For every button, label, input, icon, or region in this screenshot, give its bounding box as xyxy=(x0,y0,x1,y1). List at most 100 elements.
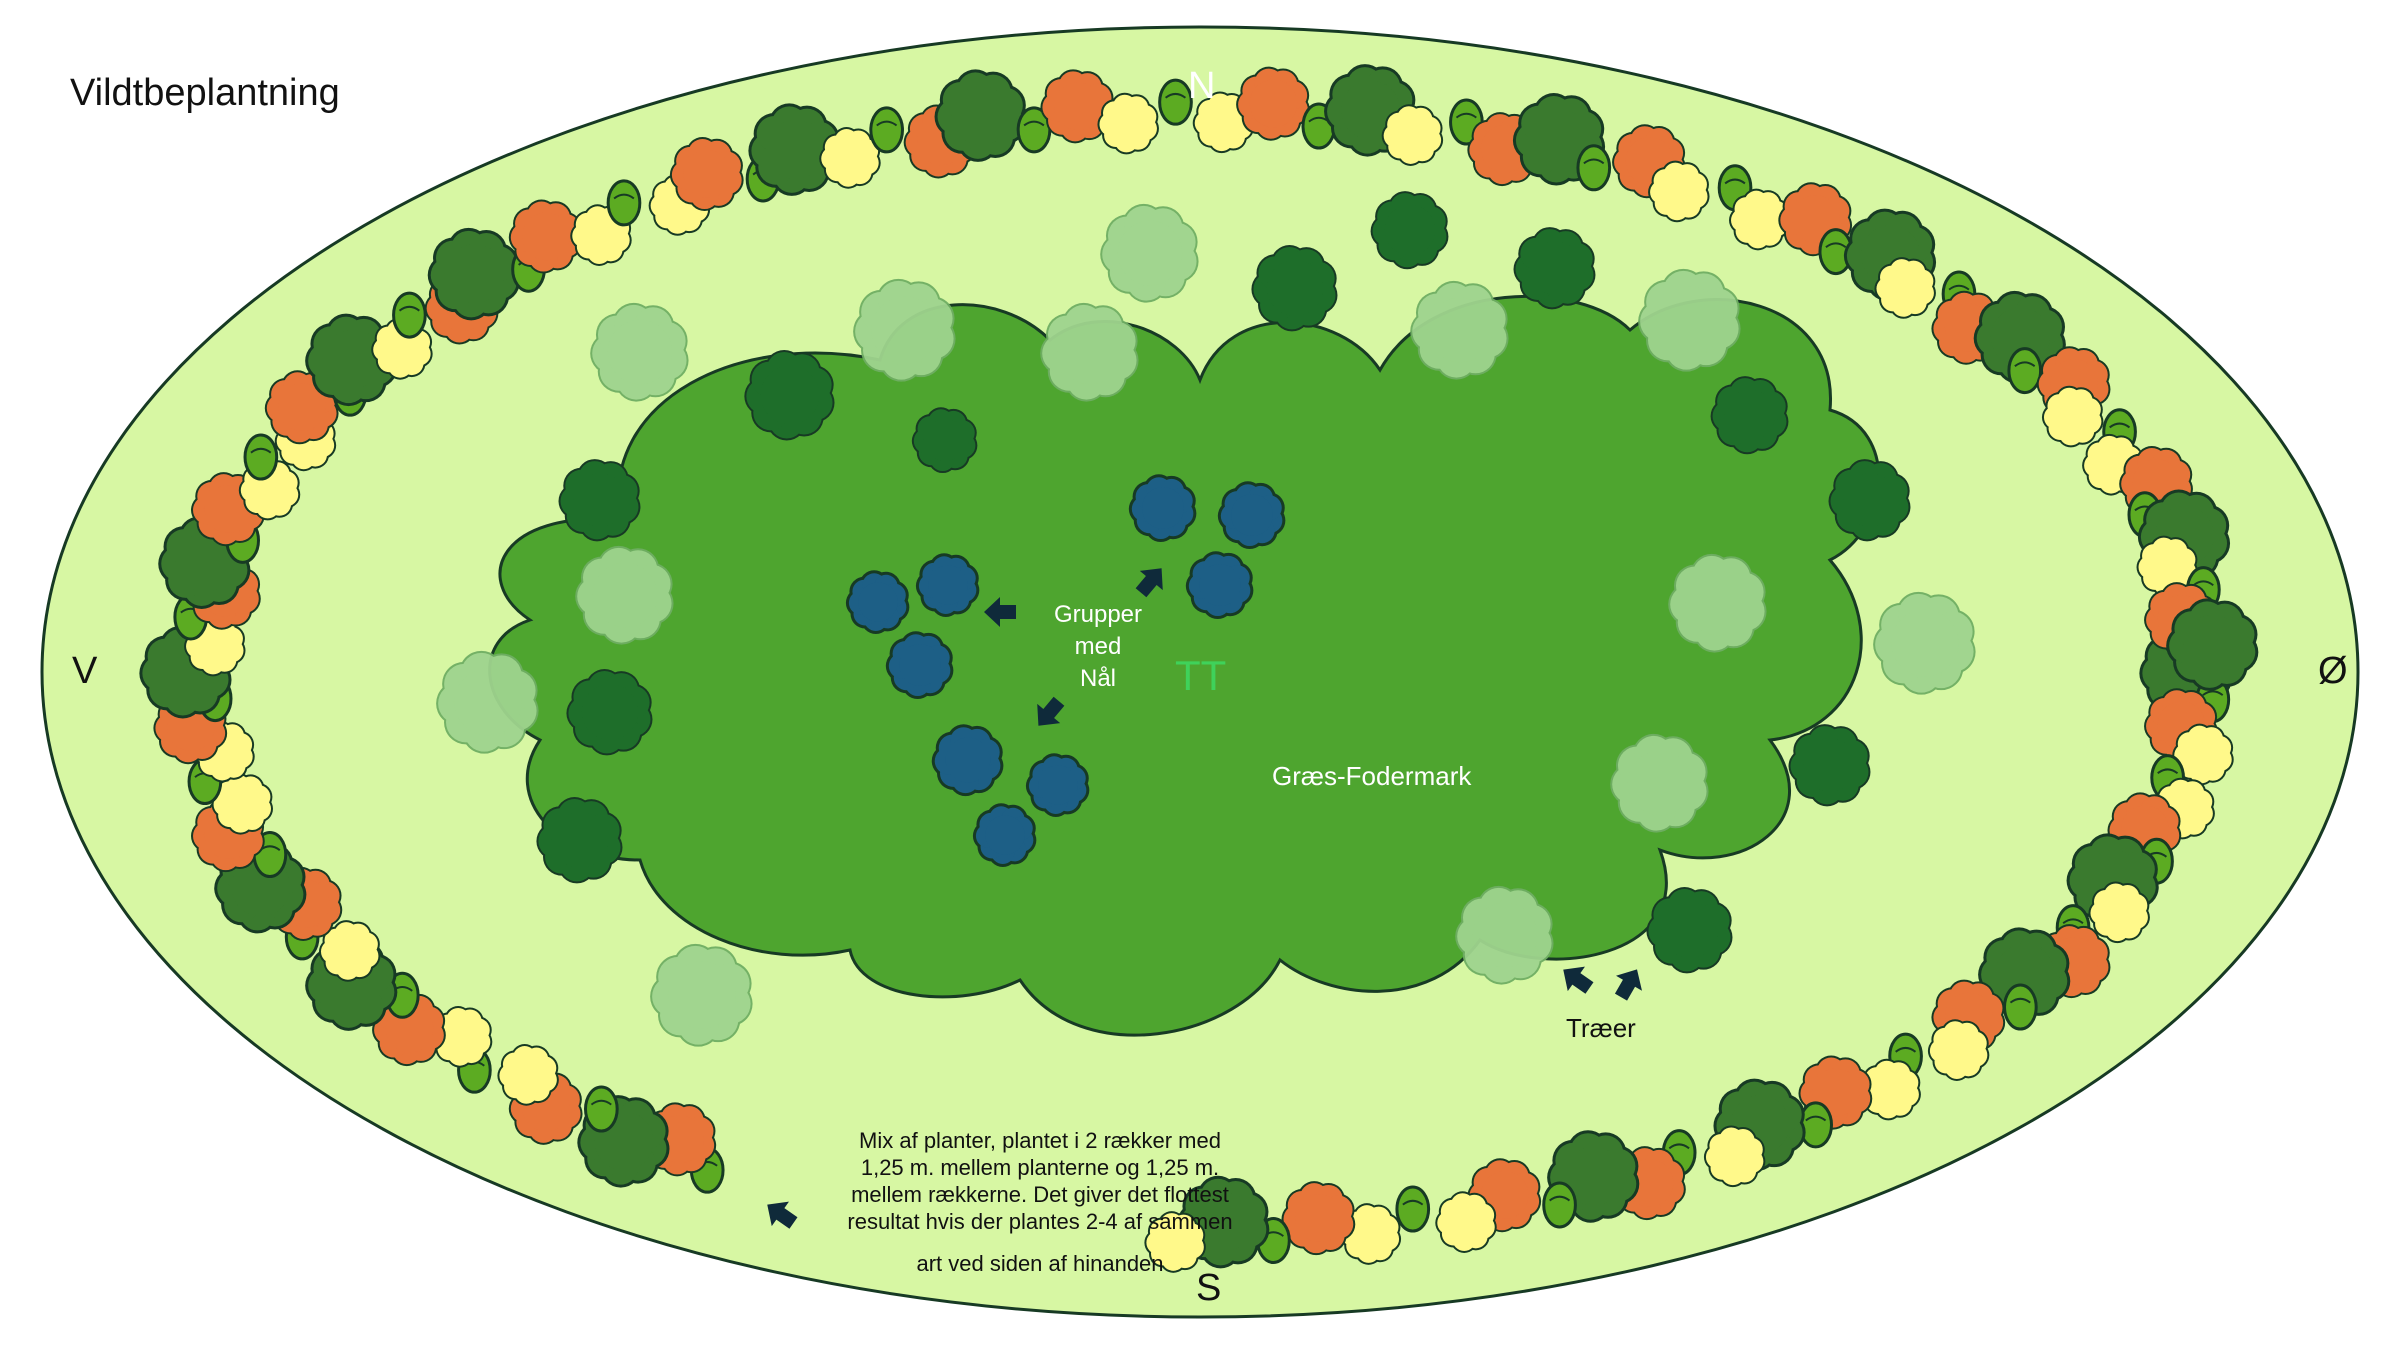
faded-tree xyxy=(853,278,956,382)
hedge-small-shrub xyxy=(1576,144,1612,192)
hedge-yellow-shrub xyxy=(570,204,632,266)
hedge-yellow-shrub xyxy=(1927,1019,1990,1081)
tree xyxy=(558,459,641,542)
hedge-small-shrub xyxy=(2007,347,2043,395)
hedge-yellow-shrub xyxy=(819,127,881,189)
hedge-note-line-1: Mix af planter, plantet i 2 rækker med xyxy=(859,1128,1221,1153)
meadow-area xyxy=(488,294,1881,1037)
tree xyxy=(566,669,653,756)
arrow-conifer-left xyxy=(984,597,1016,627)
compass-south: S xyxy=(1196,1267,1221,1309)
hedge-note-line-2: 1,25 m. mellem planterne og 1,25 m. xyxy=(861,1155,1219,1180)
hedge-yellow-shrub xyxy=(1435,1191,1497,1253)
hedge-yellow-shrub xyxy=(371,318,433,380)
hedge-small-shrub xyxy=(583,1085,619,1133)
hedge-yellow-shrub xyxy=(1144,1211,1206,1273)
faded-tree xyxy=(1610,733,1709,833)
conifer-group xyxy=(915,553,980,617)
arrow-trees-left xyxy=(1563,966,1594,994)
compass-north: N xyxy=(1188,65,1215,107)
hedge-big-shrub xyxy=(934,69,1027,162)
arrow-conifer-down xyxy=(1037,696,1065,726)
conifer-label-line-2: med xyxy=(1075,633,1122,660)
compass-west: V xyxy=(72,650,98,692)
trees-label: Træer xyxy=(1566,1013,1636,1043)
conifer-group xyxy=(1185,551,1254,620)
hedge-small-shrub xyxy=(869,106,904,154)
hedge-big-shrub xyxy=(427,227,520,321)
conifer-group xyxy=(931,724,1004,797)
hedge-yellow-shrub xyxy=(2088,881,2150,944)
tree xyxy=(1710,376,1789,455)
hedge-note-line-3: mellem rækkerne. Det giver det flottest xyxy=(851,1182,1229,1207)
hedge-orange-shrub xyxy=(1040,69,1115,144)
hedge-note-line-5: art ved siden af hinanden xyxy=(916,1251,1163,1276)
faded-tree xyxy=(650,943,753,1047)
conifer-label-line-1: Grupper xyxy=(1054,601,1142,628)
hedge-yellow-shrub xyxy=(1703,1125,1766,1188)
hedge-note: Mix af planter, plantet i 2 rækker med 1… xyxy=(847,1128,1232,1276)
tree xyxy=(1828,459,1911,542)
faded-tree xyxy=(1100,203,1199,303)
hedge-orange-shrub xyxy=(669,137,744,212)
conifer-group xyxy=(1025,753,1090,817)
hedge-orange-shrub xyxy=(1281,1181,1356,1256)
hedge-yellow-shrub xyxy=(497,1044,559,1106)
hedge-big-shrub xyxy=(748,103,841,196)
tree xyxy=(536,797,623,884)
faded-tree xyxy=(1873,591,1976,695)
hedge-small-shrub xyxy=(392,291,427,339)
conifer-group xyxy=(885,631,954,700)
arrow-hedge xyxy=(767,1201,798,1229)
hedge-yellow-shrub xyxy=(1648,160,1710,223)
tree xyxy=(911,407,978,474)
faded-tree xyxy=(1638,268,1741,372)
tree xyxy=(1646,887,1733,974)
tree xyxy=(744,349,835,441)
hedge-yellow-shrub xyxy=(1097,92,1159,155)
tree xyxy=(1370,191,1449,270)
hedge-yellow-shrub xyxy=(1381,104,1444,166)
conifer-group xyxy=(972,803,1037,867)
conifer-groups-label: Grupper med Nål xyxy=(1054,601,1142,692)
hedge-small-shrub xyxy=(1158,78,1193,126)
hedge-yellow-shrub xyxy=(2041,385,2104,448)
hunting-tower-label: TT xyxy=(1175,652,1226,699)
hedge-yellow-shrub xyxy=(1339,1203,1402,1265)
meadow-label: Græs-Fodermark xyxy=(1272,761,1472,791)
hedge-big-shrub xyxy=(305,313,398,407)
hedge-note-line-4: resultat hvis der plantes 2-4 af sammen xyxy=(847,1209,1232,1234)
faded-tree xyxy=(436,650,539,754)
hedge-small-shrub xyxy=(606,179,642,227)
tree xyxy=(1788,724,1871,807)
plants-layer xyxy=(139,64,2259,1273)
hedge-small-shrub xyxy=(243,433,279,481)
hedge-big-shrub xyxy=(577,1095,670,1188)
arrow-trees-right xyxy=(1614,969,1642,1001)
page-title: Vildtbeplantning xyxy=(70,72,340,114)
tree xyxy=(1251,245,1338,332)
conifer-label-line-3: Nål xyxy=(1080,665,1116,692)
hedge-small-shrub xyxy=(1798,1101,1834,1149)
faded-tree xyxy=(1410,280,1509,380)
hedge-orange-shrub xyxy=(264,370,339,445)
hedge-orange-shrub xyxy=(372,992,446,1067)
hedge-big-shrub xyxy=(2166,598,2259,691)
arrows-layer xyxy=(767,568,1642,1229)
hedge-yellow-shrub xyxy=(1874,257,1936,319)
hedge-yellow-shrub xyxy=(2172,723,2234,786)
hedge-yellow-shrub xyxy=(318,920,381,982)
compass-east: Ø xyxy=(2318,650,2348,692)
hedge-small-shrub xyxy=(1542,1181,1577,1229)
hedge-orange-shrub xyxy=(508,199,583,274)
faded-tree xyxy=(590,302,689,402)
hedge-small-shrub xyxy=(2003,983,2038,1031)
hedge-orange-shrub xyxy=(1236,66,1310,141)
hedge-yellow-shrub xyxy=(430,1006,493,1068)
tree xyxy=(1513,227,1596,310)
hedge-big-shrub xyxy=(1512,93,1606,186)
faded-tree xyxy=(1455,885,1554,985)
hedge-yellow-shrub xyxy=(2136,535,2198,598)
hedge-small-shrub xyxy=(1395,1185,1431,1233)
